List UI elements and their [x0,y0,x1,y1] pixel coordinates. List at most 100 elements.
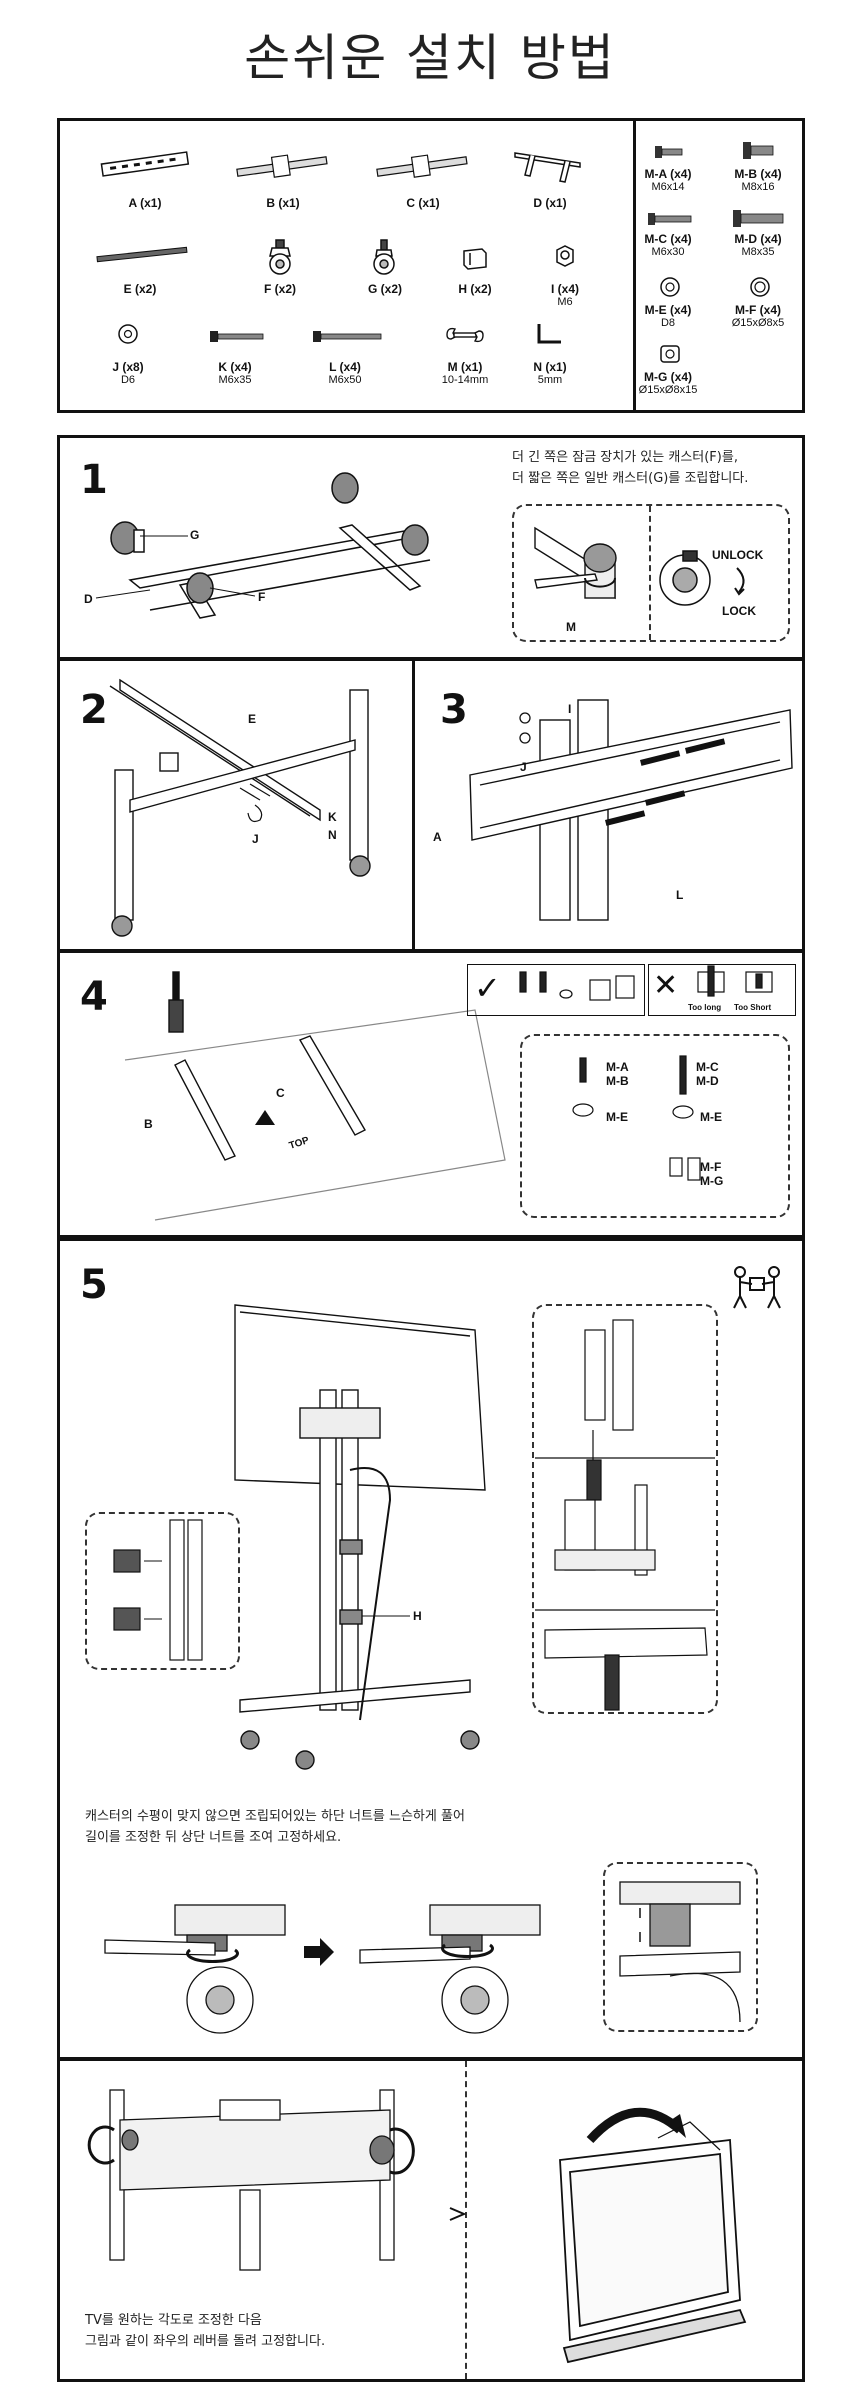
step5-level-detail-callout [603,1862,758,2032]
step5-label-h: H [413,1609,422,1623]
part-e-label: E (x2) [123,282,157,296]
step6-tv-tilt-drawing [559,2107,747,2364]
step3-number: 3 [440,687,468,733]
part-f-caster-icon [269,239,291,275]
screw-mb-icon [743,142,774,159]
screw-mf-spacer-icon [750,277,770,297]
step5-stand-drawing [234,1304,486,1770]
step3-label-l: L [676,888,684,902]
step6-arrow-icon [449,2207,467,2221]
step3-drawing [469,699,793,921]
step5-clip-callout [85,1512,240,1670]
part-b-label: B (x1) [266,196,300,210]
part-g-caster-icon [373,239,395,275]
step4-screw-guide-drawing [572,1055,701,1181]
step3-label-j: J [520,760,527,774]
part-n-hexkey-icon [537,324,561,344]
part-l-bolt-icon [313,331,382,342]
screw-mf-label: M-F (x4) [735,303,781,317]
part-c-label: C (x1) [406,196,440,210]
step5-note-line2: 길이를 조정한 뒤 상단 너트를 조여 고정하세요. [85,1830,342,1845]
step1-label-d: D [84,592,93,606]
step2-drawing [109,678,371,937]
part-g-label: G (x2) [367,282,402,296]
screw-ma-icon [655,146,683,158]
step1-label-g: G [190,528,200,542]
screw-md-size: M8x35 [741,246,775,258]
step4-screw-guide-callout [520,1034,790,1218]
screw-md-label: M-D (x4) [734,232,782,246]
screw-mb-size: M8x16 [741,181,775,193]
two-person-lift-icon [733,1266,781,1309]
part-j-label: J (x8) [112,360,144,374]
step1-note-line2: 더 짧은 쪽은 일반 캐스터(G)를 조립합니다. [512,471,749,486]
part-a-plate-icon [100,151,190,177]
step5-tilt-drawing [535,1319,715,1711]
part-e-pole-icon [96,246,188,263]
screw-mc-icon [648,213,692,225]
part-j-washer-icon [118,324,138,344]
check-icon: ✓ [474,969,501,1007]
step4-me-right: M-E [700,1110,722,1124]
step1-base-drawing [95,472,431,619]
step1-number: 1 [80,457,108,503]
step5-tilt-callout [532,1304,718,1714]
step4-number: 4 [80,974,108,1020]
part-n-size: 5mm [537,374,563,386]
parts-divider [633,121,636,410]
step1-lock-label: LOCK [722,604,756,618]
part-l-label: L (x4) [329,360,361,374]
part-j-size: D6 [120,374,136,386]
part-i-nut-icon [556,245,574,267]
screw-me-size: D8 [660,317,676,329]
part-a-label: A (x1) [128,196,162,210]
step4-panel [57,950,805,1238]
step4-label-c: C [276,1086,285,1100]
step1-detail-divider [649,506,651,640]
step1-caster-lock-drawing [659,550,711,606]
part-i-size: M6 [557,296,573,308]
step5-level-left-drawing [104,1904,286,2034]
step2-label-e: E [248,712,257,726]
step1-detail-callout [512,504,790,642]
part-b-arm-icon [236,154,328,178]
step2-label-j: J [252,832,259,846]
screw-ma-size: M6x14 [651,181,685,193]
step1-note-line1: 더 긴 쪽은 잠금 장치가 있는 캐스터(F)를, [512,450,738,465]
step5-level-right-drawing [359,1904,541,2034]
step2-number: 2 [80,687,108,733]
part-m-label: M (x1) [447,360,483,374]
step4-incorrect-screws-drawing [697,965,773,997]
screw-mg-spacer-icon [660,345,680,363]
step1-label-f: F [258,590,266,604]
step4-too-long: Too long [688,1003,722,1012]
step1-unlock-label: UNLOCK [712,548,764,562]
screw-mc-size: M6x30 [651,246,685,258]
step1-lock-arrow-icon [734,567,745,596]
screw-ma-label: M-A (x4) [644,167,692,181]
step3-label-a: A [433,830,442,844]
step4-correct-box [467,964,645,1016]
part-i-label: I (x4) [550,282,579,296]
part-d-label: D (x1) [533,196,567,210]
step6-divider [465,2061,467,2379]
part-m-wrench-icon [446,327,484,343]
step5-clip-drawing [113,1519,203,1661]
step4-correct-screws-drawing [519,971,635,1001]
step4-label-b: B [144,1117,153,1131]
step1-detail-wrench-drawing [534,526,617,600]
screw-md-icon [733,210,784,227]
step4-drawing [124,971,506,1221]
step6-note-line1: TV를 원하는 각도로 조정한 다음 [85,2313,262,2328]
part-h-clip-icon [463,248,487,270]
step2-label-n: N [328,828,337,842]
part-m-size: 10-14mm [441,374,489,386]
step4-too-short: Too Short [734,1003,772,1012]
cross-icon: ✕ [653,968,679,1003]
step2-3-divider [412,661,415,949]
step5-arrow-right-icon [304,1938,334,1966]
screw-mg-size: Ø15xØ8x15 [638,384,698,396]
step5-level-detail-drawing [619,1881,741,2023]
